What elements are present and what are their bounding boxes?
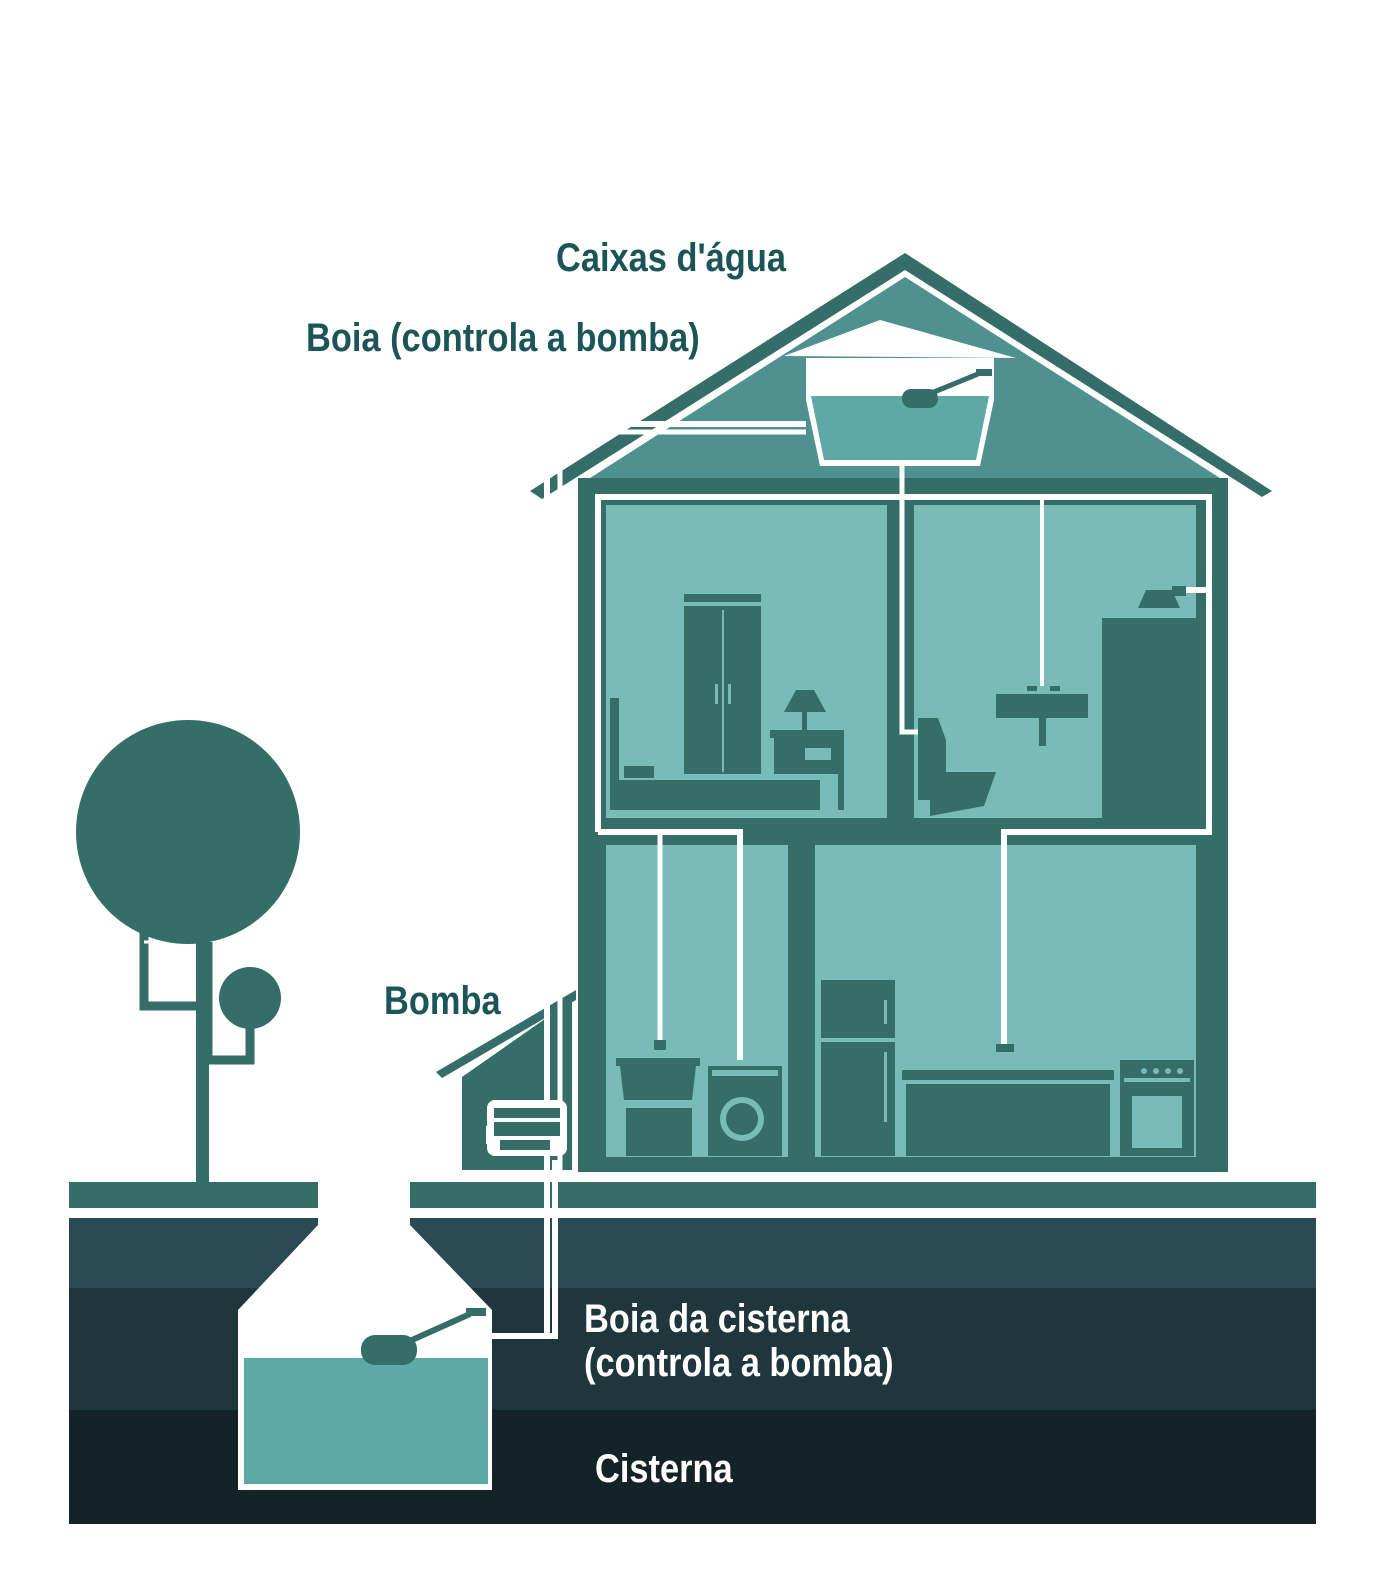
toilet-icon — [918, 718, 996, 816]
sink-icon — [996, 694, 1088, 718]
tree-icon — [76, 720, 300, 1183]
label-pump: Bomba — [384, 979, 501, 1023]
label-water-tanks: Caixas d'água — [556, 236, 786, 280]
pipe-network — [492, 421, 1228, 1339]
kitchen-counter-icon — [902, 1070, 1114, 1080]
ground-strip — [69, 1182, 1316, 1208]
cistern-float-icon — [361, 1335, 417, 1365]
lamp-icon — [784, 690, 826, 712]
shower-cabinet-icon — [1102, 618, 1196, 818]
bed-icon — [610, 698, 619, 810]
label-tank-float: Boia (controla a bomba) — [306, 316, 700, 360]
refrigerator-icon — [821, 980, 895, 1156]
nightstand-icon — [770, 730, 844, 738]
shower-head-icon — [1138, 590, 1180, 608]
label-cistern-float-line2: (controla a bomba) — [584, 1341, 894, 1385]
bedroom-furniture — [610, 594, 844, 810]
kitchen-fixtures — [821, 980, 1194, 1156]
wardrobe-icon — [684, 594, 761, 602]
tank-float-icon — [902, 389, 938, 408]
water-tank — [784, 320, 1016, 466]
laundry-fixtures — [616, 1040, 782, 1156]
soil-layer-top — [69, 1218, 1316, 1288]
tank-sink-icon — [616, 1058, 700, 1066]
label-cistern-float-line1: Boia da cisterna — [584, 1297, 850, 1341]
label-cistern: Cisterna — [595, 1447, 733, 1491]
cistern — [238, 1180, 492, 1490]
bathroom-fixtures — [918, 586, 1196, 818]
pump-icon — [486, 1100, 567, 1156]
